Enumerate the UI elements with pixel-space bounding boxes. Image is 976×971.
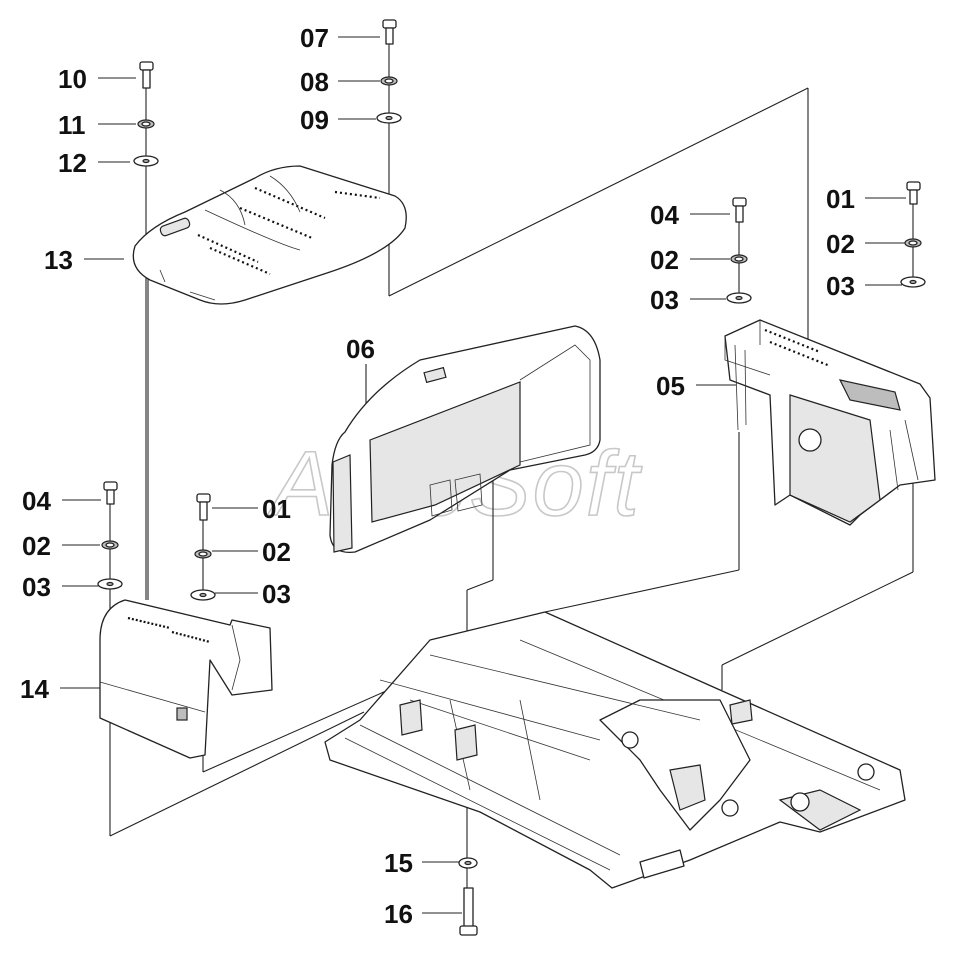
washer-02-far-right-icon [904,238,922,248]
washer-11-icon [137,119,155,129]
callout-02-far-right: 02 [826,229,855,259]
callout-leaders [60,36,906,914]
callout-07: 07 [300,23,329,53]
callout-04-left: 04 [22,486,51,516]
washer-03-right-icon [726,292,752,304]
washer-12-icon [133,155,159,167]
callout-09: 09 [300,105,329,135]
cover-13 [132,165,407,305]
washer-09-icon [376,112,402,124]
bolt-04-right-icon [732,197,747,223]
callout-10: 10 [58,64,87,94]
callout-08: 08 [300,67,329,97]
callout-03-right: 03 [650,285,679,315]
callout-02-left: 02 [22,531,51,561]
callout-14: 14 [20,674,49,704]
callout-06: 06 [346,334,375,364]
bolt-10-icon [139,61,154,89]
washer-08-icon [380,76,398,86]
callout-04-right: 04 [650,200,679,230]
washer-03-left-icon [97,578,123,590]
washer-02-right-icon [730,254,748,264]
callout-11: 11 [58,110,86,140]
washer-03-far-right-icon [900,276,926,288]
callout-03-left: 03 [22,572,51,602]
washer-02-left-icon [101,540,119,550]
callout-labels: 10 11 12 13 07 08 09 06 04 02 03 05 01 0… [20,23,855,929]
callout-01-mid: 01 [262,494,291,524]
bolt-07-icon [382,19,397,45]
bolt-01-right-icon [906,181,921,205]
callout-03-far-right: 03 [826,271,855,301]
cover-14 [99,599,273,759]
shroud-05 [724,319,936,526]
callout-13: 13 [44,245,73,275]
washer-02-mid-icon [194,549,212,559]
callout-12: 12 [58,148,87,178]
callout-15: 15 [384,848,413,878]
callout-16: 16 [384,899,413,929]
callout-05: 05 [656,371,685,401]
washer-03-mid-icon [190,589,216,601]
panel-06 [329,325,601,554]
callout-03-mid: 03 [262,579,291,609]
base-frame [324,611,906,889]
washer-15-icon [458,857,478,869]
callout-01-far-right: 01 [826,184,855,214]
callout-02-right: 02 [650,245,679,275]
callout-02-mid: 02 [262,537,291,567]
bolt-16-icon [459,887,478,936]
bolt-01-left-icon [196,493,211,521]
bolt-04-left-icon [103,481,118,505]
